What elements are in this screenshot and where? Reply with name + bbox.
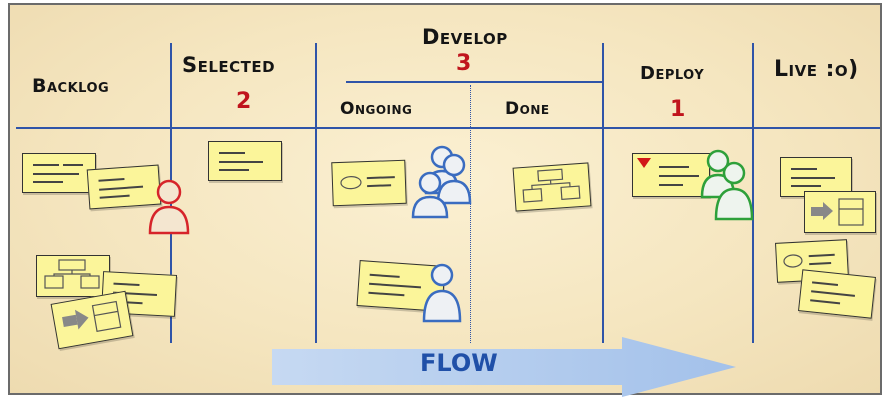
- header-divider: [16, 127, 880, 129]
- column-title-backlog: Backlog: [32, 75, 110, 97]
- column-title-selected: Selected: [182, 53, 276, 77]
- speech-bubble-icon: [340, 176, 395, 190]
- done-card[interactable]: [512, 162, 592, 212]
- person-icon-blue: [411, 145, 472, 219]
- divider-develop-deploy: [602, 43, 604, 343]
- flowchart-icon: [522, 168, 581, 203]
- live-card[interactable]: [775, 239, 849, 283]
- wip-limit-develop: 3: [456, 51, 472, 76]
- ongoing-card[interactable]: [331, 159, 407, 207]
- person-icon-blue: [422, 263, 462, 323]
- backlog-card[interactable]: [22, 153, 96, 193]
- divider-selected-develop: [315, 43, 317, 343]
- live-card[interactable]: [804, 191, 876, 233]
- wip-limit-deploy: 1: [670, 97, 686, 122]
- column-title-deploy: Deploy: [640, 63, 705, 84]
- backlog-card[interactable]: [36, 255, 110, 297]
- live-card[interactable]: [798, 269, 876, 319]
- backlog-card[interactable]: [50, 290, 134, 350]
- person-icon-green: [700, 149, 754, 221]
- flow-arrow: [272, 337, 736, 397]
- kanban-board: Backlog Selected 2 Develop 3 Ongoing Don…: [8, 3, 882, 397]
- speech-bubble-icon: [783, 253, 835, 268]
- develop-subheader-line: [346, 81, 602, 83]
- arrow-box-icon: [62, 300, 122, 332]
- wip-limit-selected: 2: [236, 89, 252, 114]
- flowchart-icon: [44, 259, 100, 289]
- column-title-live: Live :o): [774, 57, 859, 82]
- subcolumn-title-done: Done: [505, 99, 550, 119]
- deploy-card[interactable]: [632, 153, 710, 197]
- divider-deploy-live: [752, 43, 754, 343]
- selected-card[interactable]: [208, 141, 282, 181]
- flow-label: FLOW: [420, 349, 498, 377]
- arrow-box-icon: [811, 198, 864, 226]
- person-icon-red: [148, 179, 190, 235]
- column-title-develop: Develop: [422, 25, 508, 49]
- divider-ongoing-done: [470, 85, 471, 343]
- red-flag-icon: [637, 158, 651, 168]
- subcolumn-title-ongoing: Ongoing: [340, 99, 413, 119]
